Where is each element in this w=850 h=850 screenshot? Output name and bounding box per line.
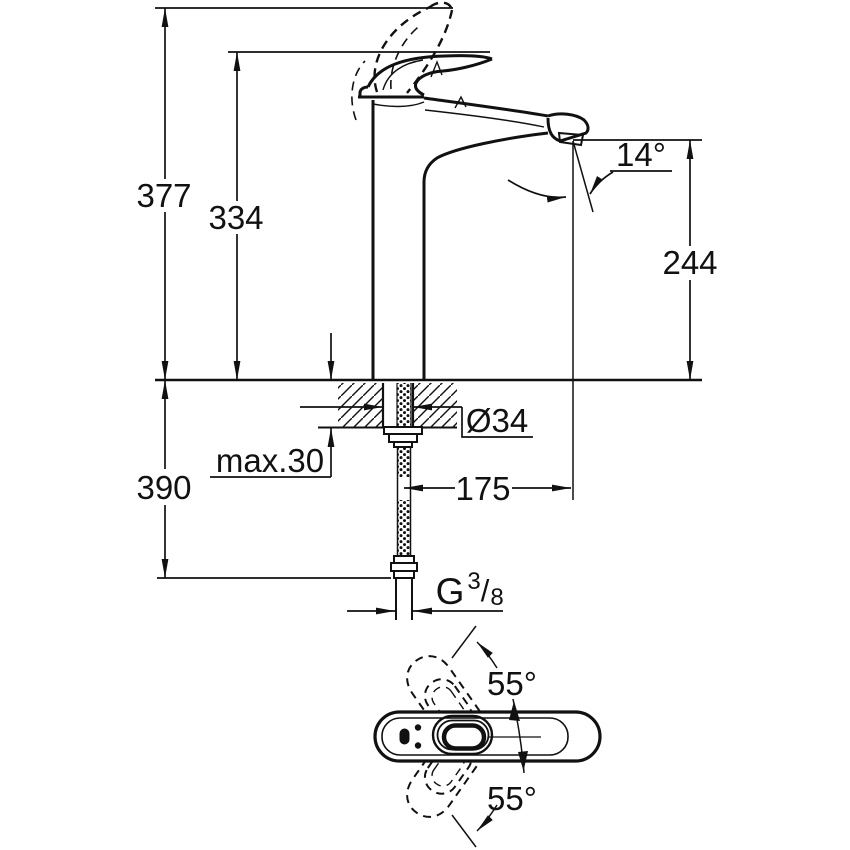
label-backgrounds [135,179,720,505]
dim-lever-height-label: 334 [208,199,263,236]
dim-below-deck-label: 390 [136,469,191,506]
lever-outline [358,54,493,109]
thread-denominator-label: 8 [490,584,503,611]
counter-hatch-right [413,383,457,427]
dim-projection-label: 175 [455,470,510,507]
mounting-nut [383,426,423,448]
faucet-side-view [351,1,590,380]
swing-arc-arrow-up [509,701,520,721]
thread-slash-label: / [481,573,490,608]
handle-top-view [373,625,602,848]
threaded-shank [381,383,415,427]
dimension-lines [155,7,702,615]
swing-arc-arrow [507,179,567,203]
swing-arc-arrow-down [518,751,528,771]
swing-axis-line-lower [451,814,477,848]
swing-leader-upper [476,641,498,669]
d34-leader [461,407,533,438]
dim-total-height-label: 377 [136,177,191,214]
dim-max-deck-label: max.30 [216,442,324,479]
counter-hatch-left [338,383,383,427]
flexible-connection-rod [396,447,412,556]
hose-end-fitting [390,555,418,620]
handle-dot-bottom [414,742,422,749]
dim-outlet-height-label: 244 [662,244,717,281]
faucet-body-outline [358,95,590,380]
swing-axis-line-upper [451,625,477,659]
thread-g-label: G [436,571,465,612]
dimension-labels: 377 334 244 390 175 max.30 Ø34 14° 55° 5… [136,136,717,817]
dim-swing-upper-label: 55° [487,665,537,702]
swing-leader-lower [476,804,498,832]
dim-hole-diameter-label: Ø34 [466,402,528,439]
handle-mark [399,728,410,745]
lever-loop-inner [441,723,487,751]
angle14-leader [589,171,614,195]
thread-numerator-label: 3 [467,568,480,595]
stream-angled-line [572,140,594,213]
dim-spray-angle-label: 14° [616,136,666,173]
handle-dot-top [414,724,422,731]
handle-outline-top [373,710,602,763]
lever-loop-outer [431,714,494,756]
dim-swing-lower-label: 55° [487,780,537,817]
